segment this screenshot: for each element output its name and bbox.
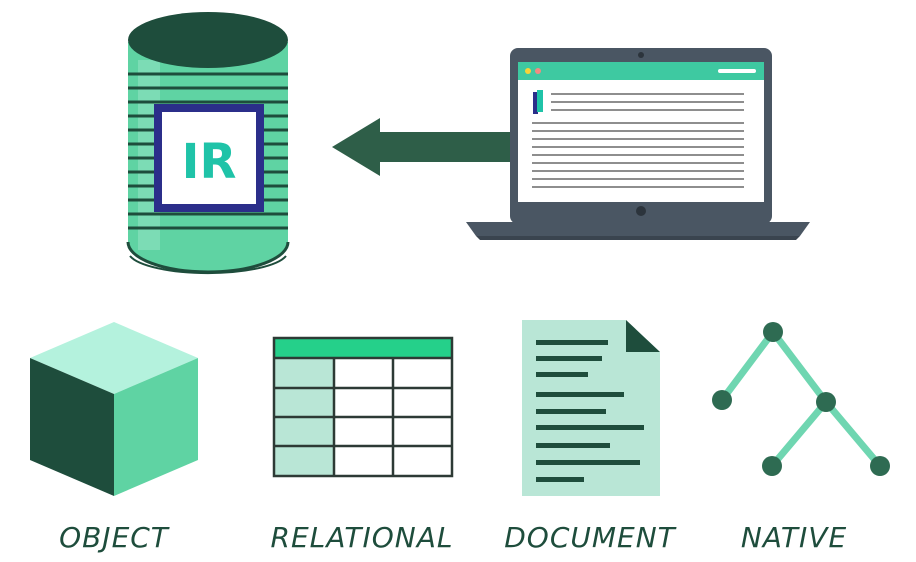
tree-node (763, 322, 783, 342)
database-icon: IR (126, 12, 290, 275)
arrow-left-icon (332, 118, 522, 176)
tree-node (712, 390, 732, 410)
label-native: NATIVE (740, 521, 848, 554)
app-logo-icon (533, 90, 543, 114)
database-label: IR (182, 134, 237, 190)
tree-node (816, 392, 836, 412)
tree-node (762, 456, 782, 476)
document-text-lines (536, 340, 644, 482)
window-dot-icon (535, 68, 541, 74)
page-text-lines (532, 93, 744, 188)
label-object: OBJECT (59, 521, 169, 554)
address-bar (718, 69, 756, 73)
document-fold (626, 320, 660, 352)
table-icon (272, 336, 454, 478)
label-document: DOCUMENT (504, 521, 676, 554)
laptop-base (466, 222, 810, 236)
tree-node (870, 456, 890, 476)
laptop-power-icon (636, 206, 646, 216)
document-icon (522, 320, 660, 496)
label-relational: RELATIONAL (270, 521, 454, 554)
tree-icon (712, 322, 890, 476)
database-top (128, 12, 288, 68)
laptop-icon (466, 48, 810, 240)
cube-icon (30, 322, 198, 496)
browser-titlebar (518, 62, 764, 80)
table-header-bar (274, 338, 452, 358)
database-label-frame (154, 104, 264, 212)
window-dot-icon (525, 68, 531, 74)
